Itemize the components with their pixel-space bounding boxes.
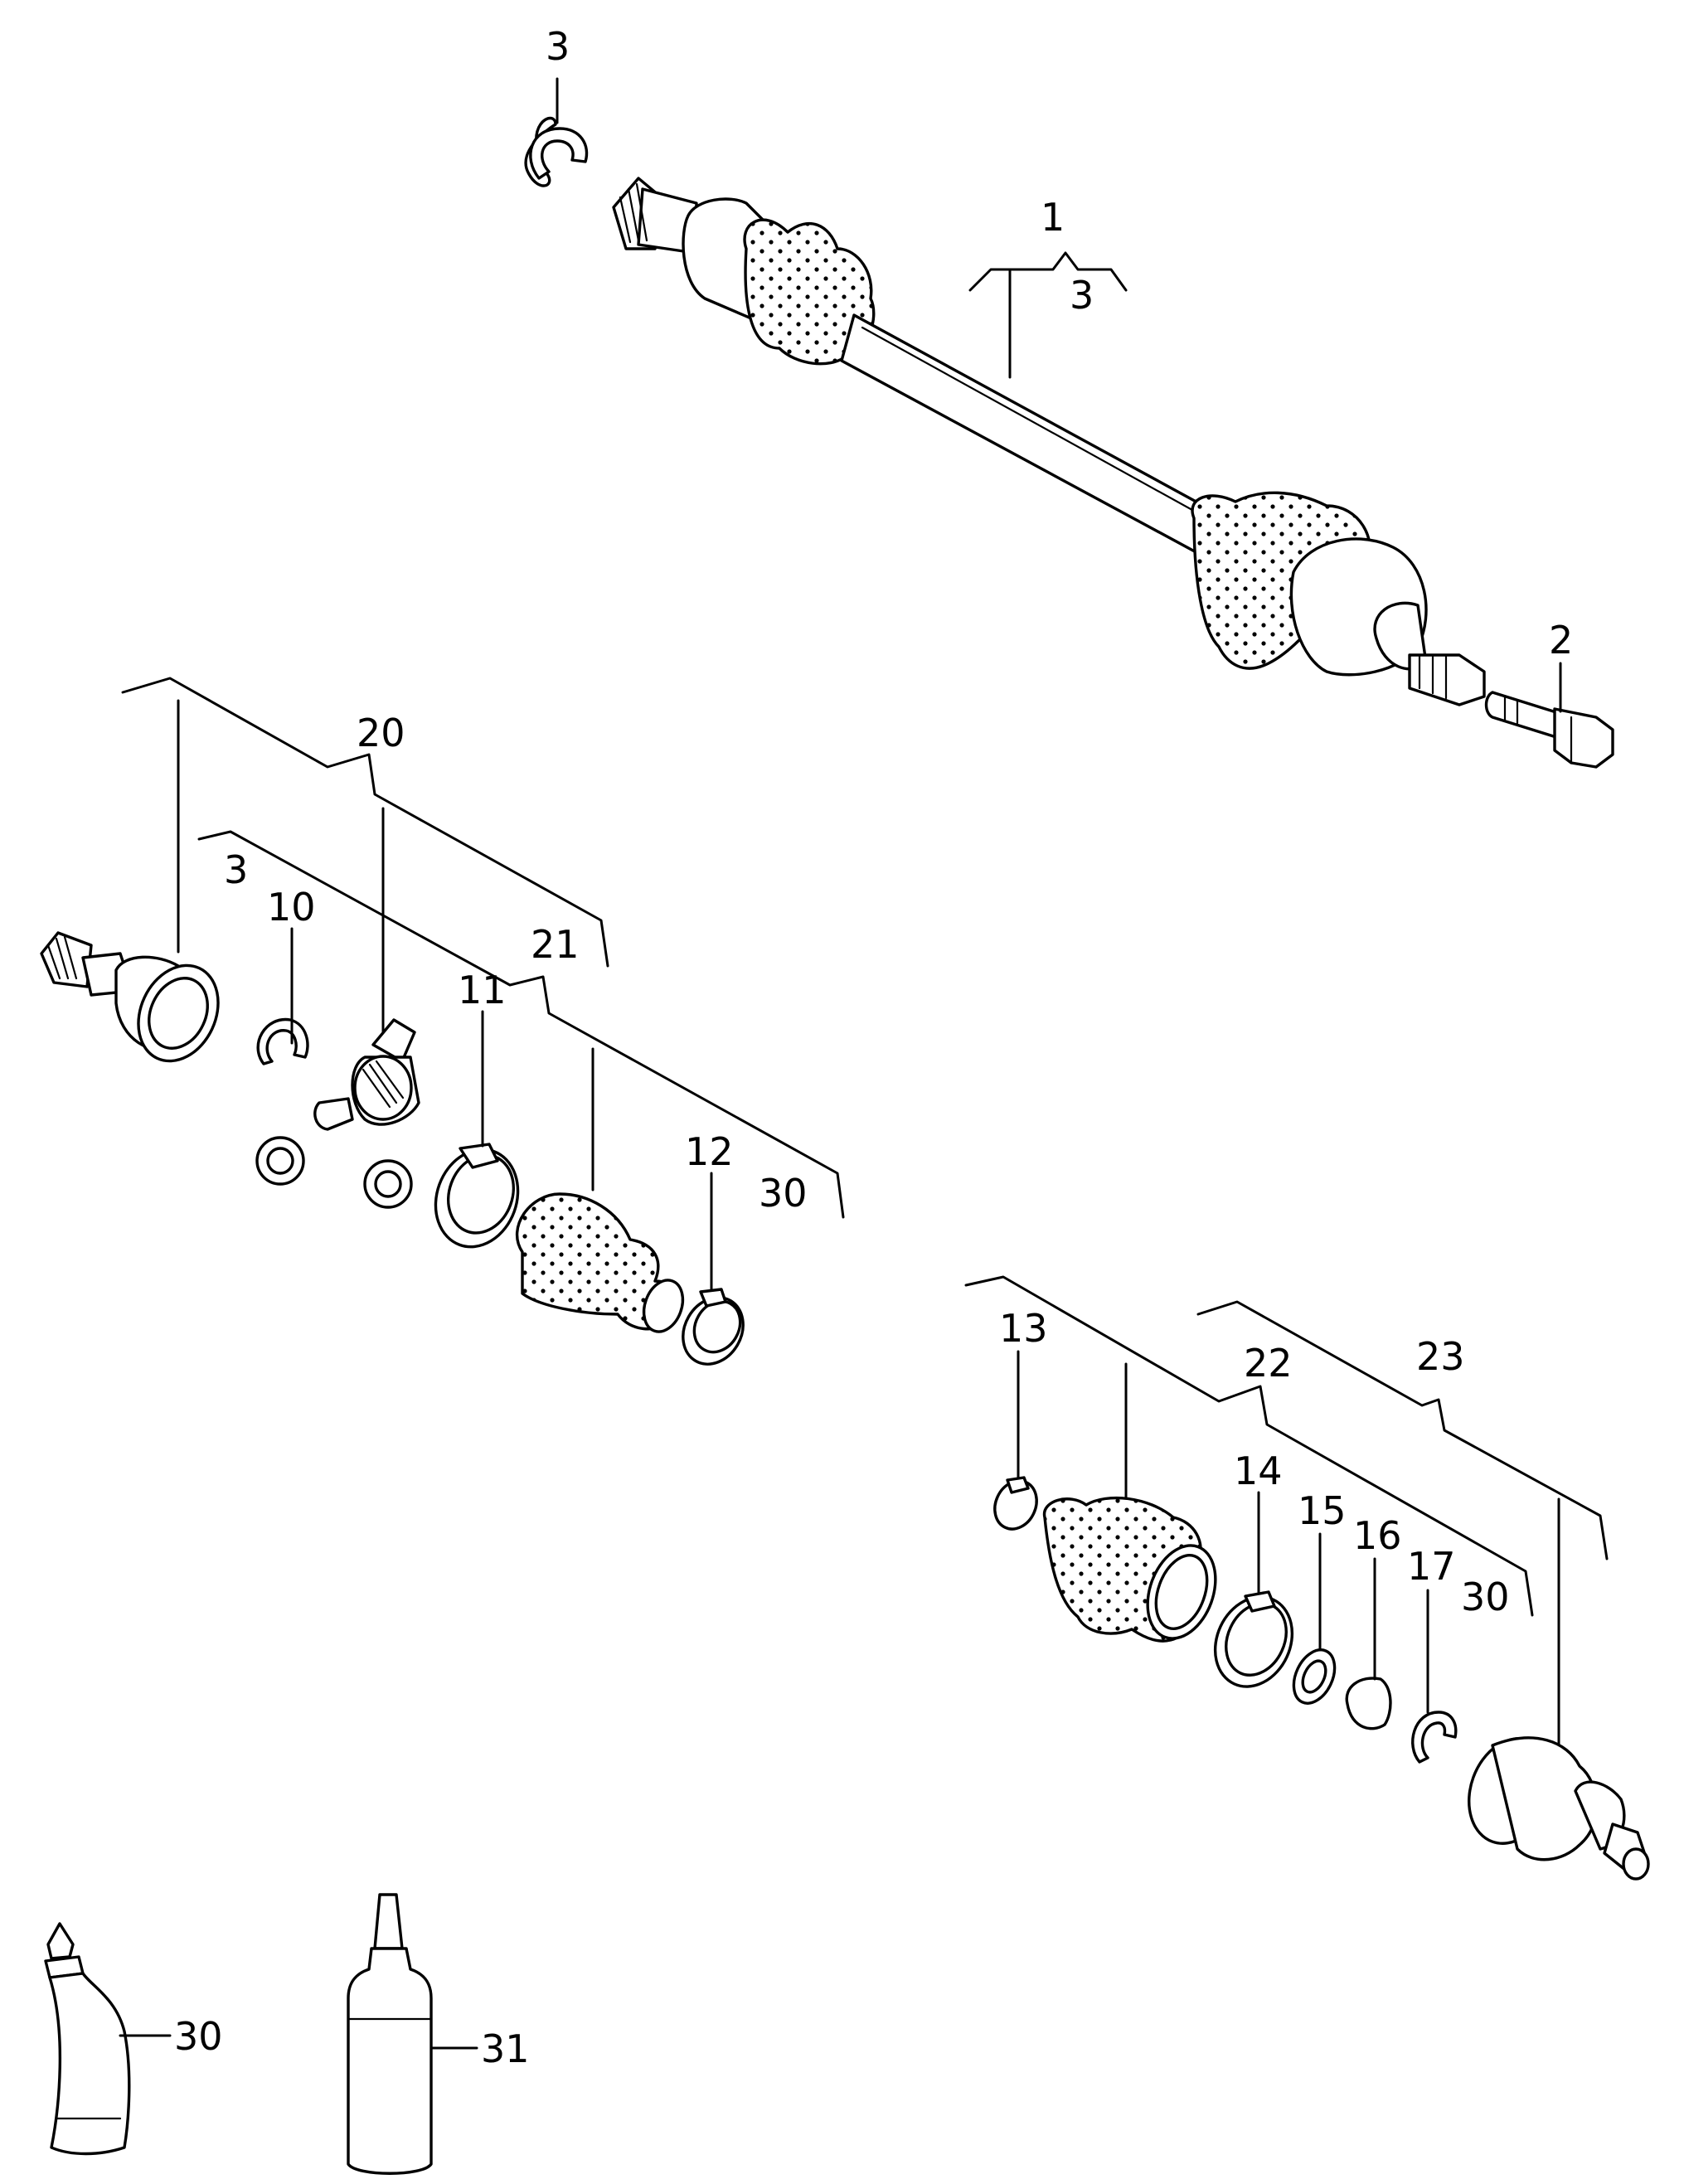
outer-joint-part — [1468, 1736, 1650, 1881]
drive-shaft-part — [612, 177, 1486, 706]
label-23: 23 — [1416, 1334, 1465, 1379]
bolt-part — [1484, 691, 1614, 769]
label-22: 22 — [1244, 1341, 1293, 1386]
tripod-part — [255, 1018, 420, 1209]
circlip-top-part — [524, 116, 589, 187]
label-30-right: 30 — [1461, 1575, 1510, 1619]
label-13: 13 — [999, 1306, 1048, 1351]
label-21: 21 — [531, 922, 580, 967]
bracket-21 — [197, 830, 845, 1219]
circlip-10-part — [256, 1017, 309, 1065]
grease-tube-part — [44, 1922, 131, 2156]
boot-outer-part — [1042, 1496, 1217, 1643]
label-1: 1 — [1041, 195, 1065, 240]
bracket-20 — [121, 677, 609, 1042]
thrust-ring-16-part — [1345, 1677, 1392, 1730]
bracket-1 — [968, 251, 1128, 379]
label-17: 17 — [1407, 1544, 1456, 1589]
bracket-22 — [964, 1275, 1534, 1617]
label-15: 15 — [1298, 1488, 1347, 1533]
clamp-11-part — [434, 1143, 520, 1249]
circlip-17-part — [1411, 1711, 1458, 1764]
washer-15-part — [1292, 1648, 1337, 1705]
clamp-12-part — [682, 1288, 745, 1366]
bracket-23 — [1196, 1300, 1609, 1776]
label-3-top: 3 — [546, 24, 570, 69]
boot-inner-part — [515, 1192, 685, 1333]
label-2: 2 — [1549, 618, 1573, 662]
label-31: 31 — [481, 2026, 530, 2071]
label-1-qty: 3 — [1070, 273, 1094, 318]
label-10: 10 — [267, 885, 316, 929]
adhesive-bottle-part — [347, 1893, 433, 2175]
label-11: 11 — [458, 968, 507, 1012]
label-3-mid: 3 — [224, 847, 248, 892]
label-12: 12 — [685, 1129, 734, 1174]
label-20: 20 — [357, 711, 405, 755]
label-30-mid: 30 — [759, 1171, 808, 1216]
clamp-13-part — [993, 1476, 1038, 1531]
label-30-tube: 30 — [174, 2014, 223, 2059]
label-16: 16 — [1353, 1513, 1402, 1558]
label-14: 14 — [1234, 1449, 1283, 1493]
joint-housing-part — [40, 931, 220, 1063]
clamp-14-part — [1213, 1590, 1294, 1688]
